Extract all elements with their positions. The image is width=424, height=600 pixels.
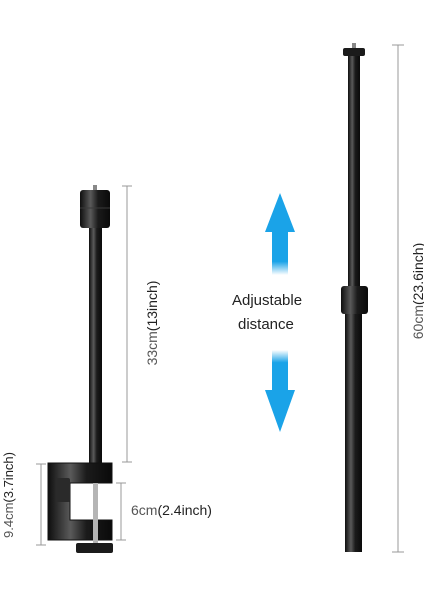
- distance-label: distance: [238, 316, 294, 333]
- dim-60-paren: (23.6inch): [410, 242, 424, 306]
- adjustable-label: Adjustable: [232, 292, 303, 309]
- long-pole-lock-collar: [341, 286, 368, 314]
- dimension-9-4cm-label: 9.4cm(3.7inch): [1, 440, 19, 550]
- short-pole-shaft: [89, 228, 102, 463]
- dimension-6cm-line: [116, 482, 126, 541]
- dim-33-main: 33cm: [144, 331, 160, 366]
- clamp-bottom-knob: [76, 543, 113, 553]
- arrow-down-icon: [265, 350, 295, 432]
- dim-6-paren: (2.4inch): [157, 502, 212, 518]
- long-pole-lower-shaft: [345, 314, 362, 552]
- dim-6-main: 6cm: [131, 502, 158, 518]
- dim-60-main: 60cm: [410, 305, 424, 340]
- long-pole-upper-shaft: [348, 56, 360, 286]
- dimension-33cm-label: 33cm(13inch): [144, 258, 162, 388]
- clamp-knob: [56, 478, 70, 502]
- long-pole-top-cap: [343, 48, 365, 56]
- long-pole-assembly: [341, 43, 368, 552]
- dim-9-4-main: 9.4cm: [1, 502, 16, 538]
- short-pole-assembly: [47, 185, 113, 553]
- short-pole-top-mount: [80, 190, 110, 228]
- dimension-33cm-line: [122, 185, 132, 463]
- dimension-9-4cm-line: [36, 463, 46, 546]
- dim-33-paren: (13inch): [144, 280, 160, 332]
- dim-9-4-paren: (3.7inch): [1, 452, 16, 503]
- clamp-screw-rod: [93, 483, 98, 546]
- dimension-60cm-line: [392, 44, 404, 553]
- short-pole-top-screw: [93, 185, 97, 191]
- arrow-up-icon: [265, 193, 295, 275]
- long-pole-top-screw: [352, 43, 356, 49]
- dimension-60cm-label: 60cm(23.6inch): [410, 216, 424, 366]
- dimension-6cm-label: 6cm(2.4inch): [131, 502, 212, 518]
